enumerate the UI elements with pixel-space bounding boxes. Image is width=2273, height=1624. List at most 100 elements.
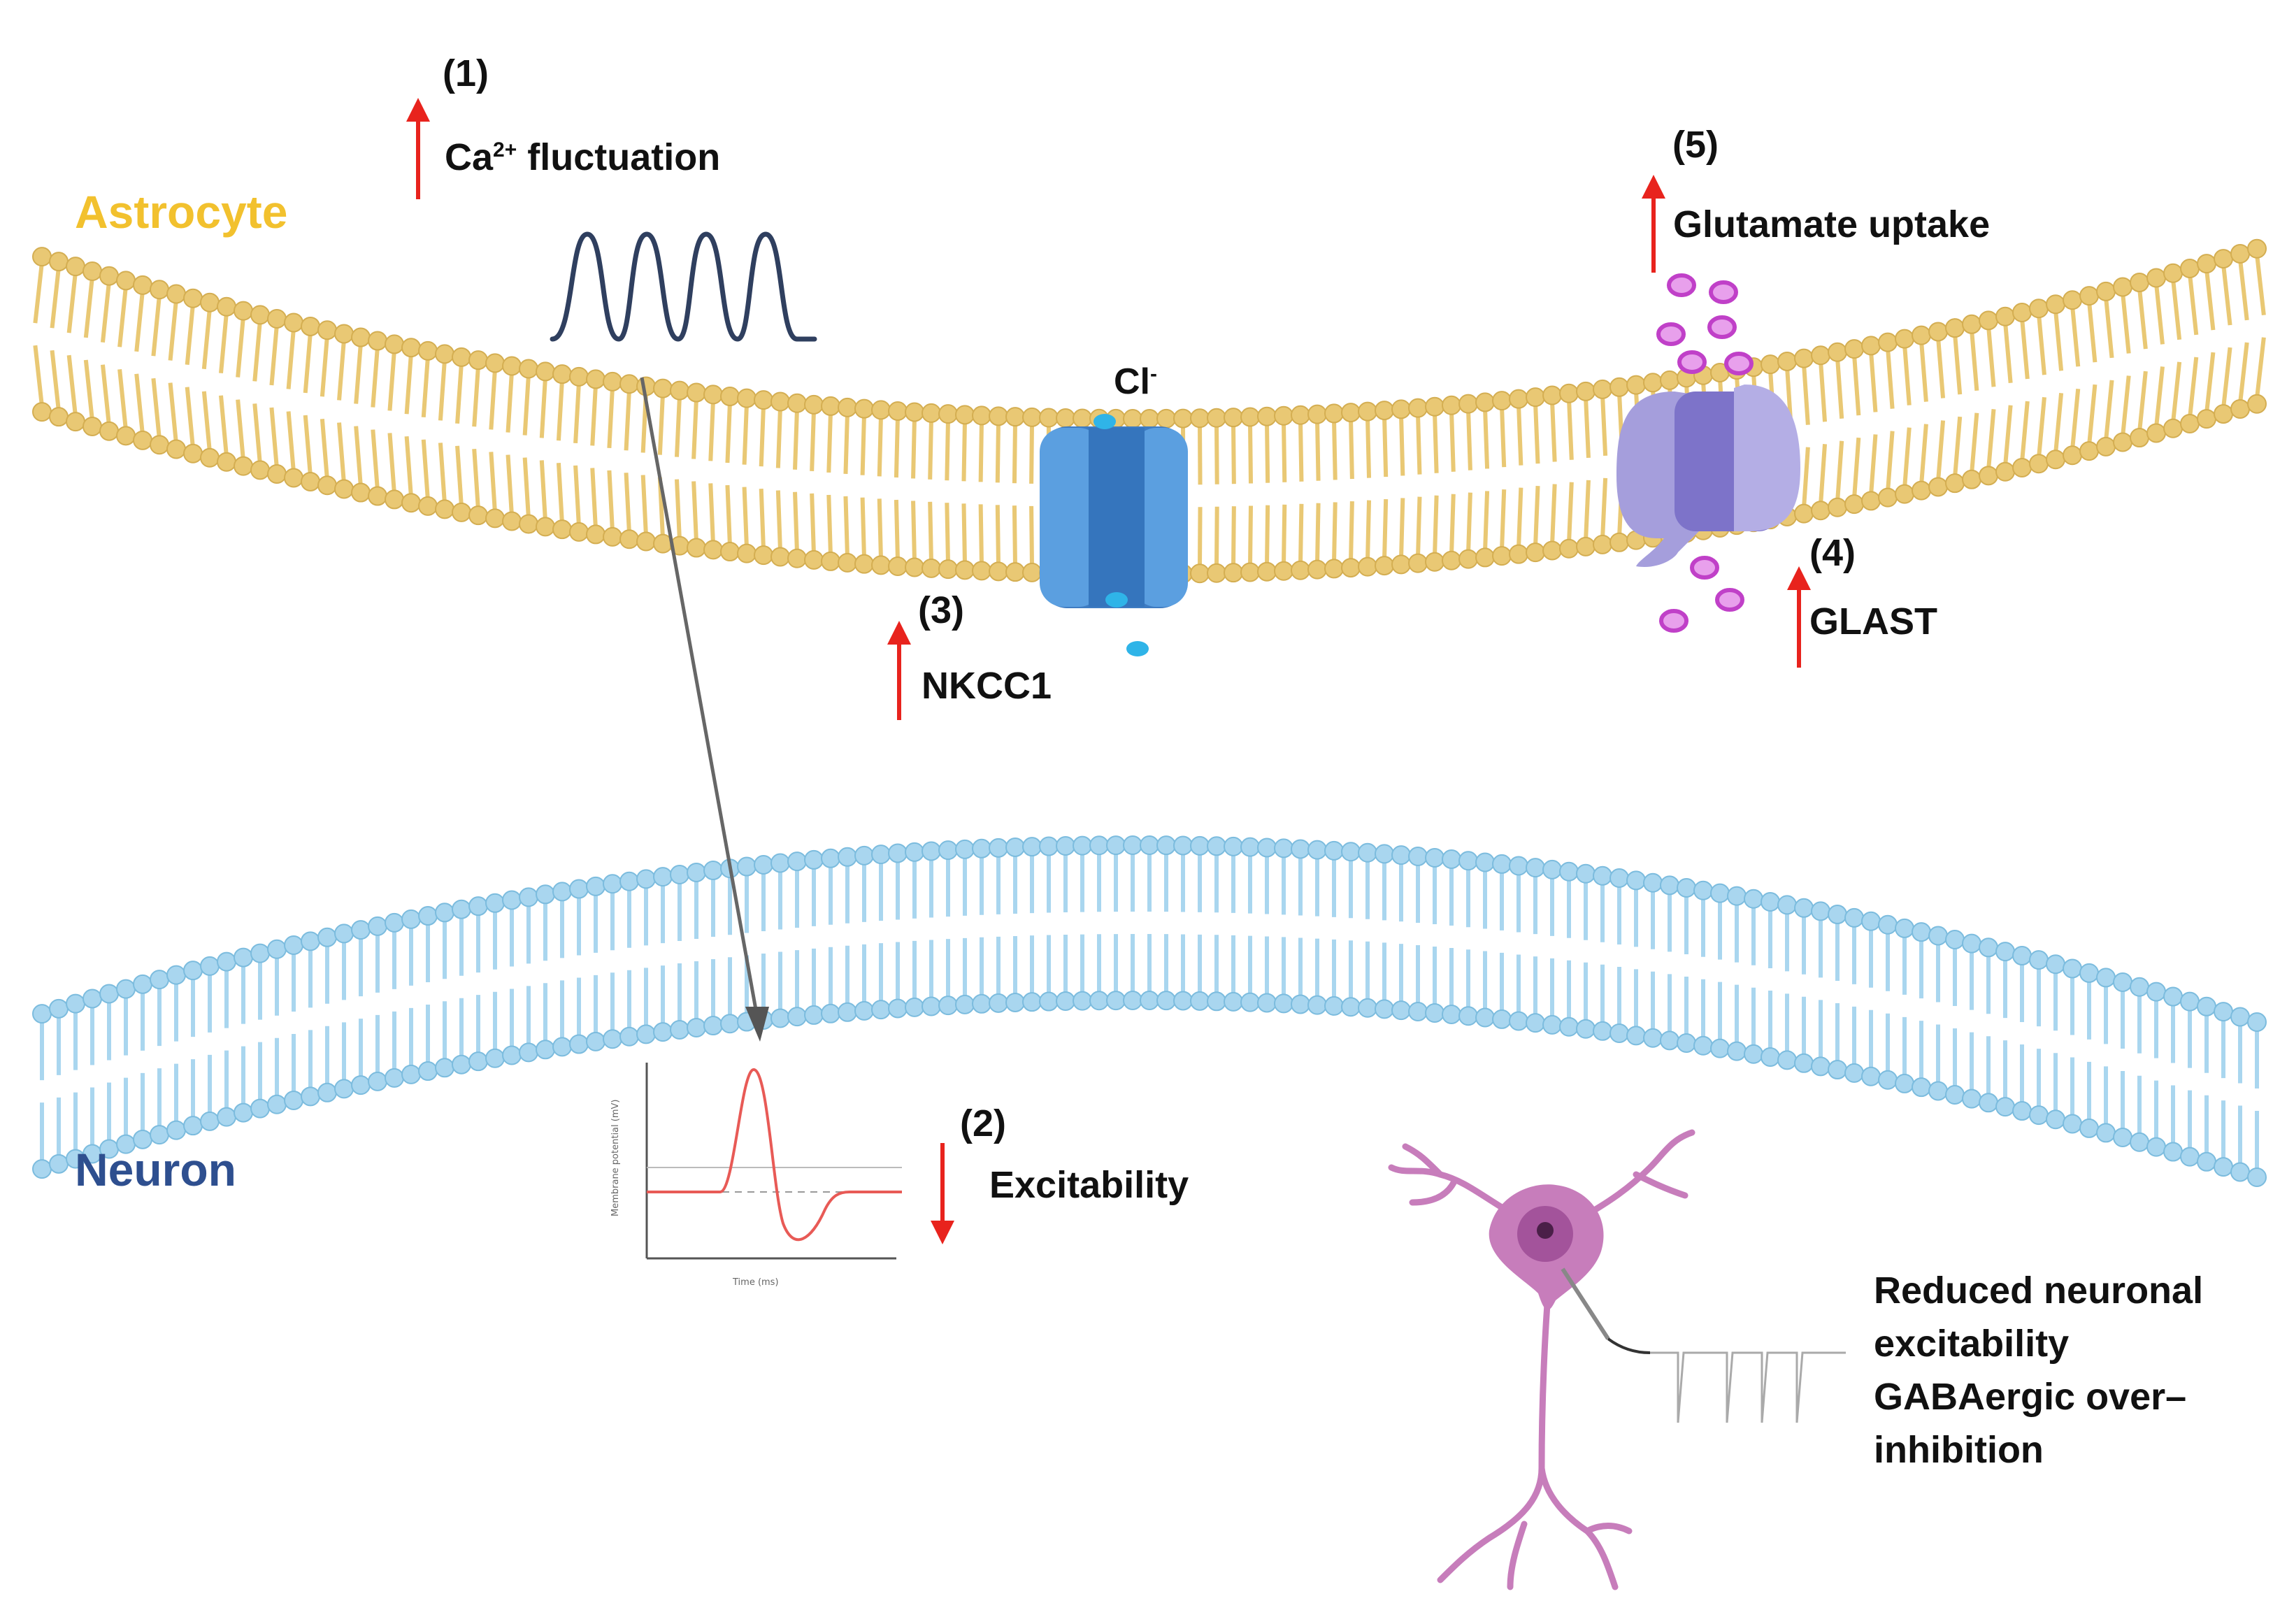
- chloride-label: Cl-: [1114, 364, 1157, 400]
- lipid-head: [436, 1058, 454, 1077]
- lipid-head: [2214, 1158, 2232, 1176]
- lipid-head: [519, 515, 538, 533]
- lipid-head: [402, 910, 420, 928]
- lipid-head: [1979, 1093, 1998, 1112]
- lipid-tail: [930, 502, 931, 563]
- lipid-head: [150, 970, 168, 989]
- lipid-head: [285, 936, 303, 954]
- step-1-suffix: fluctuation: [517, 136, 720, 178]
- lipid-tail: [1871, 351, 1875, 412]
- lipid-head: [2080, 287, 2098, 305]
- lipid-head: [503, 357, 521, 375]
- lipid-head: [587, 877, 605, 896]
- lipid-head: [603, 875, 622, 893]
- lipid-head: [402, 338, 420, 357]
- lipid-head: [939, 405, 957, 423]
- lipid-head: [1275, 839, 1293, 857]
- lipid-head: [671, 865, 689, 884]
- lipid-head: [285, 469, 303, 487]
- lipid-head: [452, 503, 471, 522]
- lipid-head: [2130, 273, 2149, 292]
- lipid-tail: [1905, 428, 1909, 489]
- lipid-head: [771, 547, 789, 566]
- lipid-head: [603, 1030, 622, 1048]
- lipid-tail: [1821, 361, 1825, 422]
- lipid-tail: [373, 430, 378, 491]
- lipid-tail: [2056, 393, 2061, 454]
- lipid-head: [2013, 303, 2031, 322]
- lipid-head: [150, 436, 168, 454]
- lipid-head: [2046, 1110, 2065, 1128]
- lipid-head: [1040, 409, 1058, 427]
- lipid-tail: [1569, 399, 1572, 460]
- plot-xlabel: Time (ms): [732, 1277, 779, 1288]
- lipid-head: [184, 445, 202, 463]
- lipid-head: [251, 944, 269, 963]
- lipid-head: [1275, 562, 1293, 580]
- lipid-tail: [424, 440, 428, 501]
- lipid-head: [1560, 385, 1578, 403]
- lipid-head: [587, 525, 605, 543]
- lipid-head: [620, 530, 638, 548]
- lipid-tail: [592, 468, 596, 529]
- lipid-head: [1610, 378, 1628, 396]
- lipid-tail: [2156, 283, 2163, 344]
- lipid-tail: [221, 312, 227, 373]
- lipid-head: [637, 1025, 655, 1043]
- lipid-tail: [440, 359, 445, 420]
- lipid-head: [1711, 1040, 1729, 1058]
- lipid-head: [1879, 1071, 1897, 1089]
- lipid-head: [1694, 1037, 1712, 1055]
- lipid-head: [570, 523, 588, 541]
- lipid-head: [503, 891, 521, 910]
- lipid-tail: [1938, 420, 1943, 481]
- lipid-head: [1006, 563, 1024, 581]
- lipid-tail: [710, 400, 713, 461]
- lipid-head: [805, 396, 823, 414]
- lipid-head: [738, 389, 756, 408]
- lipid-tail: [710, 483, 713, 544]
- lipid-tail: [2190, 357, 2196, 418]
- lipid-head: [1593, 1022, 1612, 1040]
- step-1-superscript: 2+: [493, 138, 517, 161]
- lipid-head: [2046, 450, 2065, 468]
- lipid-head: [1442, 552, 1461, 570]
- lipid-tail: [322, 419, 327, 480]
- lipid-tail: [643, 475, 646, 536]
- decrease-arrowhead: [931, 1221, 954, 1244]
- chloride-ion: [1126, 641, 1149, 656]
- lipid-head: [1711, 884, 1729, 903]
- lipid-tail: [1468, 493, 1470, 554]
- lipid-head: [33, 1160, 51, 1178]
- lipid-head: [1862, 336, 1880, 354]
- lipid-tail: [1955, 333, 1960, 394]
- lipid-head: [352, 921, 370, 939]
- lipid-tail: [103, 365, 109, 426]
- lipid-head: [368, 487, 387, 505]
- lipid-head: [335, 1079, 353, 1098]
- lipid-head: [2181, 993, 2199, 1011]
- lipid-head: [167, 285, 185, 303]
- lipid-tail: [1468, 410, 1470, 470]
- lipid-head: [721, 542, 739, 561]
- lipid-head: [83, 417, 101, 436]
- lipid-head: [1258, 993, 1276, 1012]
- lipid-head: [889, 557, 907, 575]
- glutamate-molecule: [1661, 611, 1686, 631]
- lipid-head: [301, 932, 320, 950]
- lipid-tail: [356, 343, 361, 404]
- lipid-tail: [2139, 371, 2146, 432]
- lipid-head: [1744, 1045, 1763, 1063]
- lipid-head: [536, 1040, 554, 1058]
- lipid-head: [368, 917, 387, 935]
- lipid-head: [1996, 942, 2014, 961]
- lipid-tail: [238, 400, 243, 461]
- lipid-head: [1996, 1098, 2014, 1116]
- lipid-head: [1191, 409, 1209, 427]
- lipid-tail: [254, 403, 260, 464]
- lipid-head: [1342, 559, 1360, 577]
- lipid-head: [469, 506, 487, 524]
- lipid-tail: [1031, 423, 1032, 484]
- lipid-tail: [187, 387, 193, 448]
- lipid-tail: [103, 282, 109, 343]
